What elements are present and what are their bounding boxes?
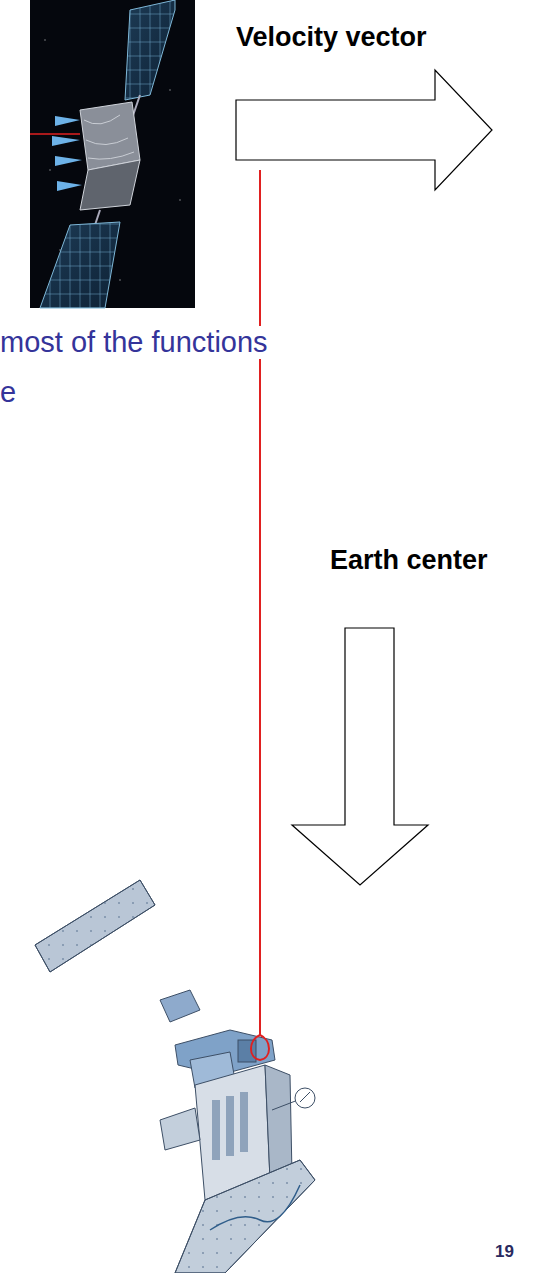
nadir-arrow bbox=[292, 628, 428, 885]
arrow-label: Velocity vector bbox=[236, 22, 427, 53]
pointing-line bbox=[259, 170, 261, 1035]
page-number: 19 bbox=[495, 1242, 514, 1262]
velocity-arrow bbox=[236, 70, 492, 190]
satellite-drawing bbox=[35, 880, 315, 1273]
slide-text: most of the functions bbox=[0, 326, 270, 359]
slide-text: e bbox=[0, 376, 18, 409]
pointing-loop bbox=[251, 1035, 269, 1060]
satellite-image bbox=[30, 0, 195, 308]
arrow-label: Earth center bbox=[330, 545, 488, 576]
